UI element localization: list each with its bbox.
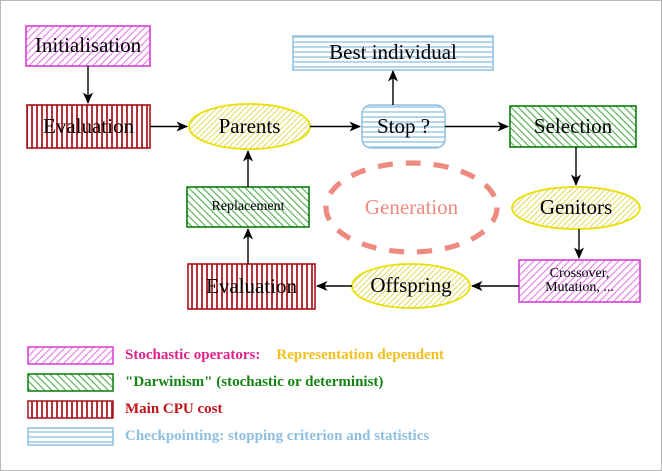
node-stop[interactable] xyxy=(361,104,446,149)
legend-swatch-blue xyxy=(27,427,114,446)
node-evaluation-top[interactable] xyxy=(26,104,151,149)
node-generation xyxy=(323,160,500,255)
node-replacement[interactable] xyxy=(186,186,310,228)
legend-label-checkpointing: Checkpointing: stopping criterion and st… xyxy=(125,428,430,444)
legend-label-darwinism: "Darwinism" (stochastic or determinist) xyxy=(125,374,384,390)
node-selection[interactable] xyxy=(509,105,637,148)
legend-row-stochastic-operators: Stochastic operators: Representation dep… xyxy=(125,346,444,364)
legend-row-checkpointing: Checkpointing: stopping criterion and st… xyxy=(125,427,429,445)
legend-label-stochastic-operators: Stochastic operators: xyxy=(125,347,261,363)
legend-row-darwinism: "Darwinism" (stochastic or determinist) xyxy=(125,373,383,391)
node-best-individual[interactable] xyxy=(292,35,494,71)
node-parents[interactable] xyxy=(188,103,311,150)
node-genitors[interactable] xyxy=(511,186,641,230)
node-crossover-mutation[interactable] xyxy=(518,259,641,303)
legend-label-representation-dependent: Representation dependent xyxy=(276,347,445,363)
node-offspring[interactable] xyxy=(351,263,471,309)
legend-swatch-magenta xyxy=(27,346,114,365)
node-evaluation-bottom[interactable] xyxy=(187,263,316,310)
legend-swatch-green xyxy=(27,373,114,392)
legend-swatch-red xyxy=(27,400,114,419)
legend-row-main-cpu-cost: Main CPU cost xyxy=(125,400,223,418)
legend-label-main-cpu-cost: Main CPU cost xyxy=(125,401,223,417)
node-initialisation[interactable] xyxy=(25,25,151,67)
